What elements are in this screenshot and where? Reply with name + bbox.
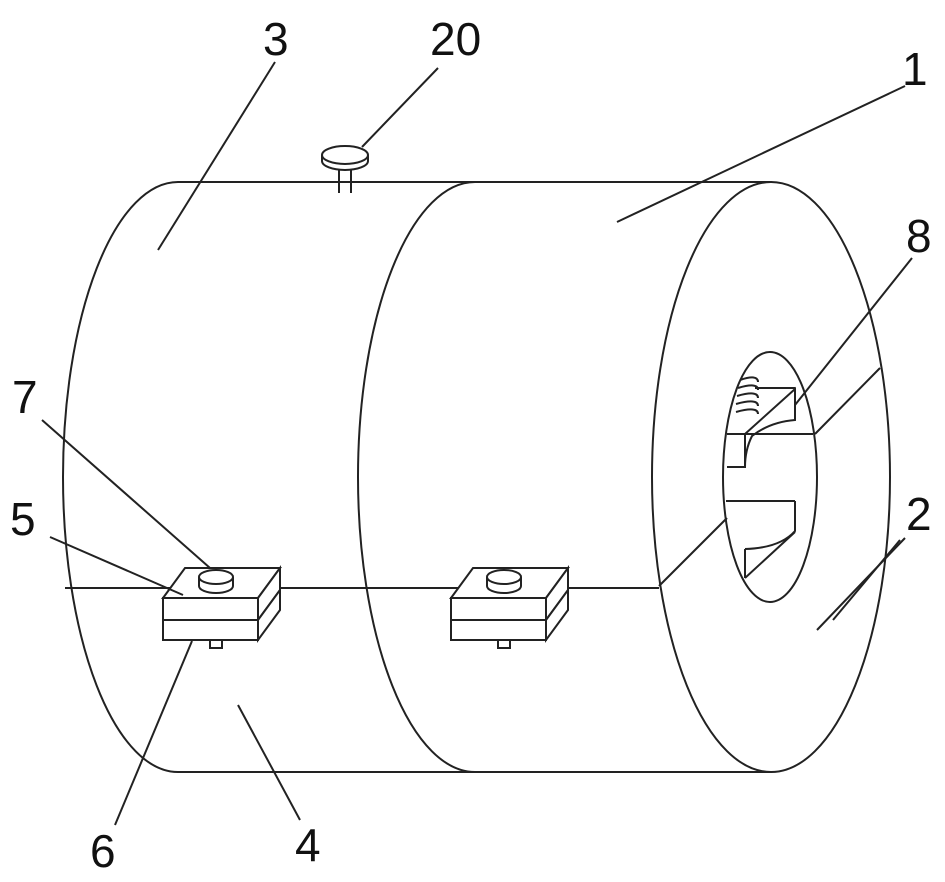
label-2: 2: [906, 491, 932, 537]
split-diagonal-outer: [833, 540, 900, 620]
bore-hole: [723, 352, 817, 602]
seam-arc: [358, 182, 475, 772]
leader-1: [617, 86, 905, 222]
label-20: 20: [430, 16, 481, 62]
label-1: 1: [902, 46, 928, 92]
leader-20: [362, 68, 438, 147]
clamp-insert-upper: [727, 377, 813, 467]
label-7: 7: [12, 374, 38, 420]
label-8: 8: [906, 213, 932, 259]
pin-20: [322, 146, 368, 193]
split-diagonal-lower-left: [659, 518, 727, 586]
leader-7: [42, 420, 210, 568]
label-5: 5: [10, 496, 36, 542]
leader-4: [238, 705, 300, 820]
label-4: 4: [295, 822, 321, 868]
front-face: [652, 182, 890, 772]
block-left: [163, 568, 280, 648]
leader-6: [115, 641, 192, 825]
label-3: 3: [263, 16, 289, 62]
leader-2: [817, 538, 905, 630]
leader-3: [158, 62, 275, 250]
label-6: 6: [90, 828, 116, 874]
block-middle: [451, 568, 568, 648]
leader-5: [50, 537, 183, 595]
leader-8: [795, 258, 912, 405]
rear-shell-outline: [63, 182, 178, 772]
split-diagonal-lower-right: [745, 532, 795, 578]
split-diagonal-upper-right: [815, 368, 880, 434]
